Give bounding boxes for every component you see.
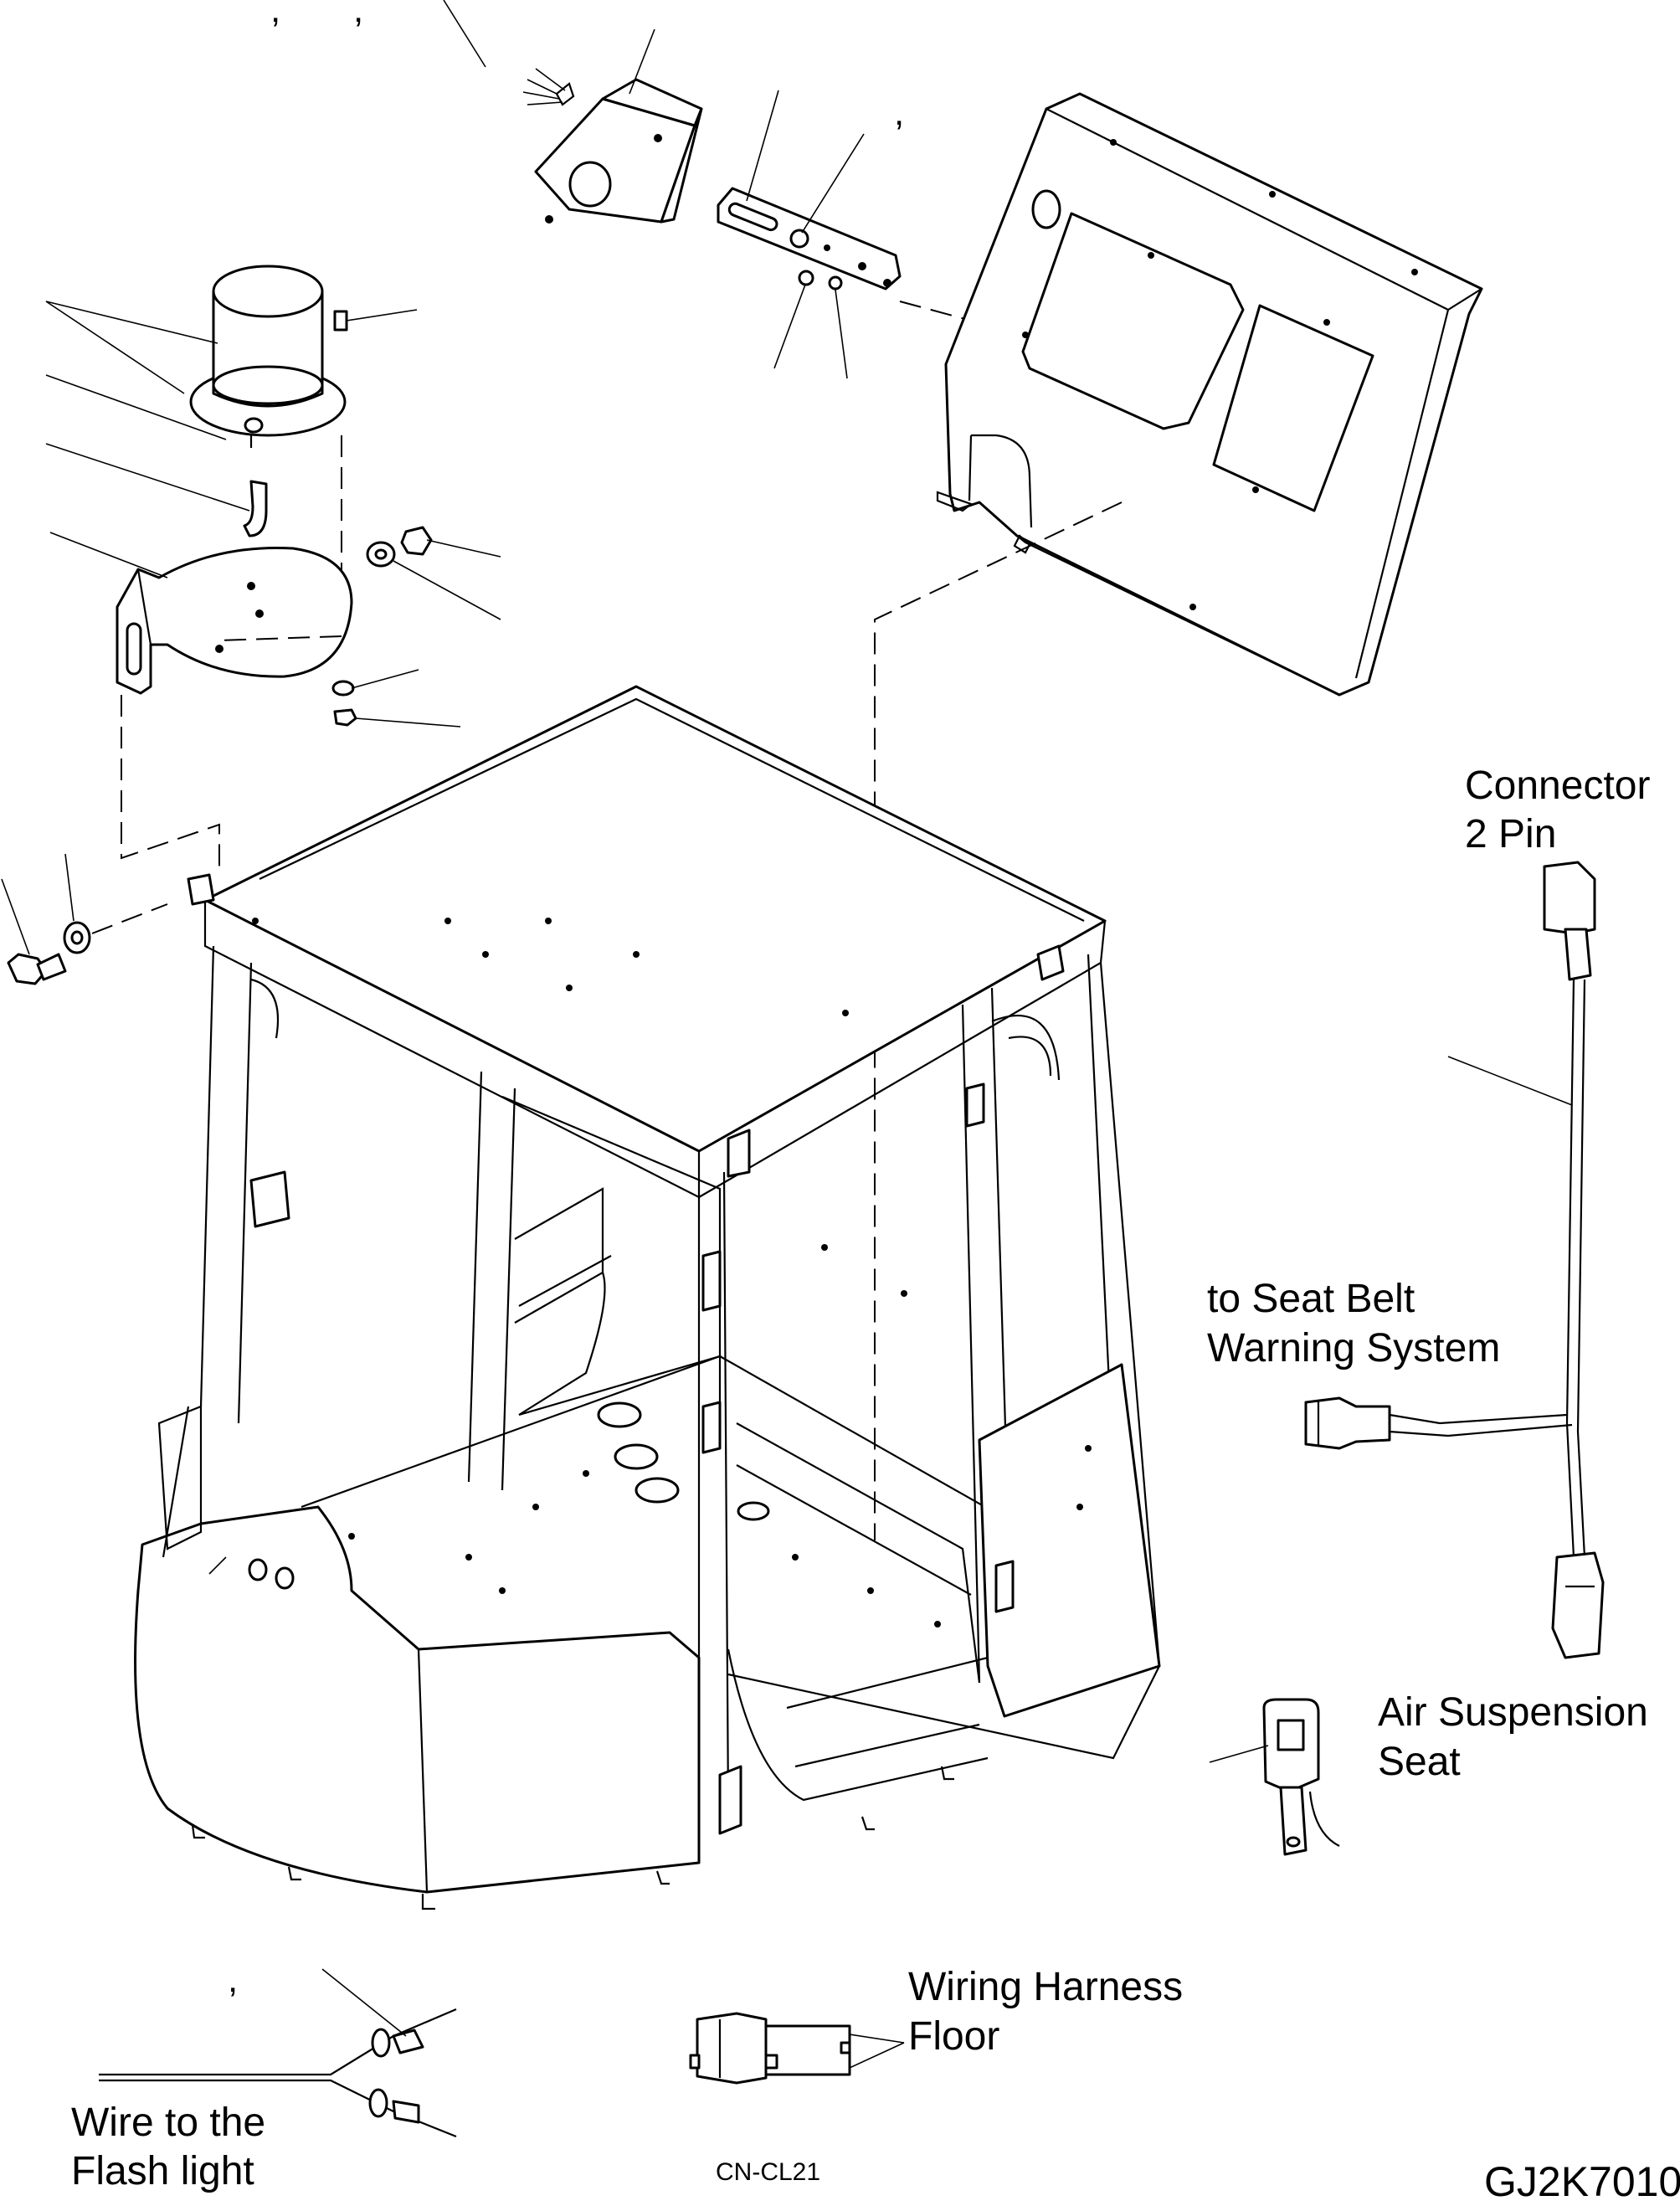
leader-line <box>45 374 227 440</box>
flash-light-wire-icon <box>99 2008 457 2138</box>
leader-line <box>746 90 779 202</box>
connector-label-line2: 2 Pin <box>1465 812 1557 856</box>
comma-mark: , <box>353 0 364 30</box>
leader-line <box>629 28 655 95</box>
connector-label-line1: Connector <box>1465 764 1651 808</box>
harness-label-line1: Wiring Harness <box>908 1965 1184 2009</box>
leader-line <box>208 1556 227 1575</box>
leader-line <box>1209 1745 1269 1763</box>
leader-line <box>801 133 865 234</box>
seat-belt-harness-icon <box>1304 861 1605 1659</box>
leader-line <box>321 1968 407 2037</box>
leader-line <box>355 717 461 728</box>
leader-line <box>351 669 419 689</box>
comma-mark: , <box>228 1959 239 2000</box>
leader-line <box>849 2042 905 2069</box>
comma-mark: , <box>270 0 281 30</box>
wire-label-line2: Flash light <box>71 2149 254 2193</box>
leader-line <box>45 301 185 394</box>
leader-line <box>45 443 250 512</box>
leader-line <box>1447 1056 1573 1106</box>
beacon-mount-bracket-icon <box>116 546 353 695</box>
air-seat-label-line2: Seat <box>1378 1740 1461 1784</box>
switch-box-icon <box>522 68 703 224</box>
washer-nut-icon <box>331 526 433 727</box>
harness-label-line2: Floor <box>908 2014 1000 2059</box>
drawing-code: GJ2K7010 <box>1484 2158 1680 2205</box>
leader-line <box>346 309 418 321</box>
leader-line <box>849 2034 905 2044</box>
leader-line <box>1 878 30 955</box>
leader-line <box>773 284 806 369</box>
switch-bracket-icon <box>717 187 902 291</box>
rear-cover-panel-icon <box>936 92 1483 697</box>
leader-line <box>49 532 168 578</box>
floor-harness-connector-icon <box>689 2012 851 2085</box>
cab-frame-icon <box>134 685 1161 1910</box>
leader-line <box>45 301 218 344</box>
leader-line <box>426 539 501 558</box>
leader-line <box>64 853 74 922</box>
hose-elbow-icon <box>243 480 268 537</box>
comma-mark: , <box>894 92 905 133</box>
connector-code: CN-CL21 <box>716 2158 821 2186</box>
seatbelt-label-line2: Warning System <box>1207 1326 1501 1370</box>
leader-line <box>443 0 486 68</box>
bolt-icon <box>7 921 91 985</box>
seatbelt-label-line1: to Seat Belt <box>1207 1277 1415 1321</box>
wire-label-line1: Wire to the <box>71 2101 266 2145</box>
flashing-beacon-icon <box>189 265 348 448</box>
seat-belt-buckle-icon <box>1262 1698 1340 1856</box>
leader-line <box>835 289 848 379</box>
leader-line <box>393 560 501 620</box>
air-seat-label-line1: Air Suspension <box>1378 1690 1648 1735</box>
